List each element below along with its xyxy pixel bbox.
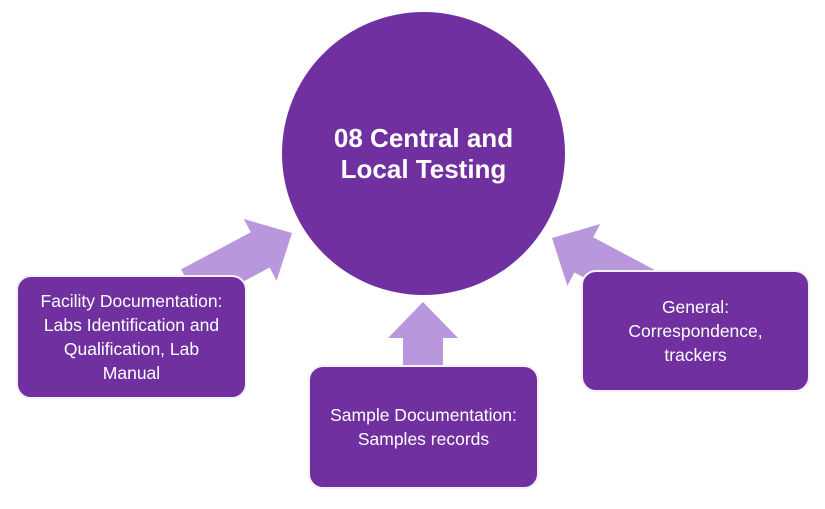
arrow-sample-to-center — [388, 302, 458, 382]
node-general-label: General: Correspondence, trackers — [628, 297, 763, 365]
node-sample-documentation: Sample Documentation: Samples records — [308, 365, 539, 489]
central-circle — [282, 12, 565, 295]
node-facility-documentation-label: Facility Documentation: Labs Identificat… — [40, 291, 223, 383]
node-facility-documentation: Facility Documentation: Labs Identificat… — [16, 275, 247, 399]
node-general: General: Correspondence, trackers — [581, 270, 810, 392]
node-sample-documentation-label: Sample Documentation: Samples records — [330, 405, 517, 449]
